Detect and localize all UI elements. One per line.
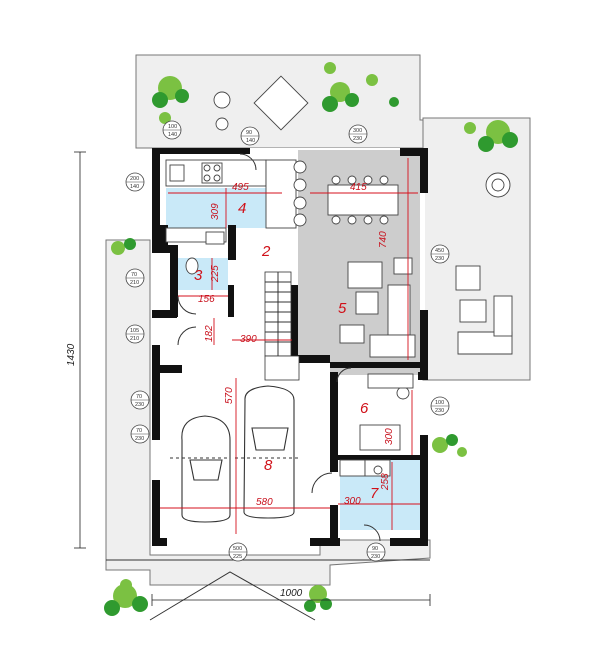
room-number-3: 3	[194, 267, 203, 284]
svg-text:70: 70	[131, 272, 137, 278]
plant-right	[432, 434, 467, 457]
svg-text:140: 140	[130, 184, 139, 190]
room-number-7: 7	[370, 485, 379, 502]
window-marker: 105 210	[125, 324, 145, 344]
dim-utility-depth: 300	[384, 428, 395, 445]
svg-text:225: 225	[233, 554, 242, 560]
room-number-2: 2	[261, 243, 271, 260]
overall-width-label: 1000	[280, 588, 303, 599]
svg-text:210: 210	[130, 336, 139, 342]
doors	[177, 153, 381, 542]
dim-wc-width: 156	[198, 294, 215, 305]
room-number-5: 5	[338, 300, 347, 317]
svg-text:230: 230	[135, 402, 144, 408]
window-marker: 450 230	[430, 244, 450, 264]
svg-text:105: 105	[130, 328, 139, 334]
dim-kitchen-width: 495	[232, 182, 249, 193]
plant-left	[111, 238, 136, 255]
dim-hall-depth: 182	[204, 325, 215, 342]
terrace-furniture	[213, 75, 513, 355]
plant-top-left	[152, 76, 189, 124]
svg-text:90: 90	[372, 546, 378, 552]
window-marker: 300 230	[348, 124, 368, 144]
staircase	[264, 271, 300, 381]
svg-text:100: 100	[168, 124, 177, 130]
overall-dimensions	[74, 151, 431, 606]
garage-cars	[170, 385, 300, 523]
plant-bottom-left	[104, 579, 148, 616]
walls	[152, 148, 428, 546]
window-markers: 100 140 90 140 300 230 200 140 450 230 7…	[125, 120, 450, 562]
dimension-labels: 495 309 415 740 225 156 182 390 570 580 …	[198, 182, 395, 508]
plant-bottom-right	[304, 585, 332, 612]
window-marker: 70 210	[125, 268, 145, 288]
window-marker: 100 140	[162, 120, 182, 140]
svg-text:230: 230	[353, 136, 362, 142]
svg-text:140: 140	[246, 138, 255, 144]
overall-depth-label: 1430	[66, 343, 77, 366]
svg-text:70: 70	[136, 394, 142, 400]
dim-kitchen-depth: 309	[210, 203, 221, 220]
dim-boiler-width: 300	[344, 496, 361, 507]
dim-boiler-depth: 258	[380, 473, 391, 491]
svg-text:230: 230	[435, 408, 444, 414]
kitchen-floor	[166, 188, 280, 228]
window-marker: 100 230	[430, 396, 450, 416]
svg-text:100: 100	[435, 400, 444, 406]
svg-text:140: 140	[168, 132, 177, 138]
svg-text:230: 230	[371, 554, 380, 560]
svg-text:230: 230	[135, 436, 144, 442]
plant-top-center	[322, 62, 399, 112]
svg-text:300: 300	[353, 128, 362, 134]
dim-living-depth: 740	[378, 231, 389, 248]
dim-hall-width: 390	[240, 334, 257, 345]
sanitary-fixtures	[185, 231, 414, 477]
entrance-stair-outline	[149, 571, 316, 621]
wc-floor	[176, 258, 228, 290]
dim-dining-width: 415	[350, 182, 367, 193]
window-marker: 70 230	[130, 390, 150, 410]
window-marker: 200 140	[125, 172, 145, 192]
window-marker: 90 230	[366, 542, 386, 562]
dim-wc-depth: 225	[210, 265, 221, 283]
dim-garage-width: 580	[256, 497, 273, 508]
room-numbers: 2 3 4 5 6 7 8	[194, 200, 379, 502]
window-marker: 70 230	[130, 424, 150, 444]
window-marker: 90 140	[240, 126, 260, 146]
svg-text:200: 200	[130, 176, 139, 182]
dimension-lines	[160, 158, 420, 534]
svg-text:90: 90	[246, 130, 252, 136]
room-number-8: 8	[264, 457, 273, 474]
room-number-6: 6	[360, 400, 369, 417]
dining-table	[327, 175, 399, 225]
dim-garage-depth: 570	[224, 387, 235, 404]
svg-text:450: 450	[435, 248, 444, 254]
living-room-furniture	[339, 257, 416, 358]
plant-top-right	[464, 120, 518, 152]
window-marker: 500 225	[228, 542, 248, 562]
overall-dimension-labels: 1430 1000	[66, 343, 303, 599]
svg-text:210: 210	[130, 280, 139, 286]
plants	[104, 62, 518, 616]
room-number-4: 4	[238, 200, 246, 217]
svg-text:500: 500	[233, 546, 242, 552]
svg-text:230: 230	[435, 256, 444, 262]
svg-text:70: 70	[136, 428, 142, 434]
